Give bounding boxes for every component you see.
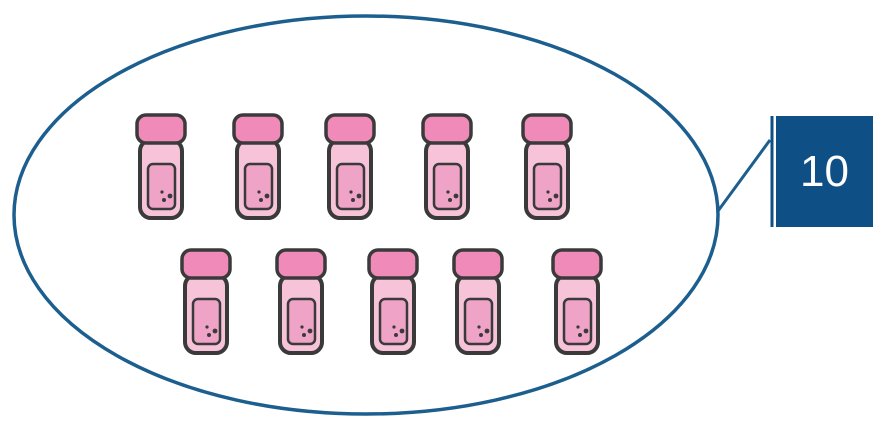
bottle-group: [135, 113, 603, 355]
pink-bottle-icon: [551, 248, 603, 355]
pink-bottle-icon: [180, 248, 232, 355]
pink-bottle-icon: [421, 113, 473, 220]
pink-bottle-icon: [275, 248, 327, 355]
pink-bottle-icon: [521, 113, 573, 220]
group-ellipse: [12, 14, 720, 416]
connector-line: [716, 139, 772, 212]
pink-bottle-icon: [135, 113, 187, 220]
pink-bottle-icon: [324, 113, 376, 220]
count-box-background: [776, 116, 873, 227]
count-label: 10: [800, 146, 849, 196]
pink-bottle-icon: [452, 248, 504, 355]
pink-bottle-icon: [232, 113, 284, 220]
pink-bottle-icon: [367, 248, 419, 355]
